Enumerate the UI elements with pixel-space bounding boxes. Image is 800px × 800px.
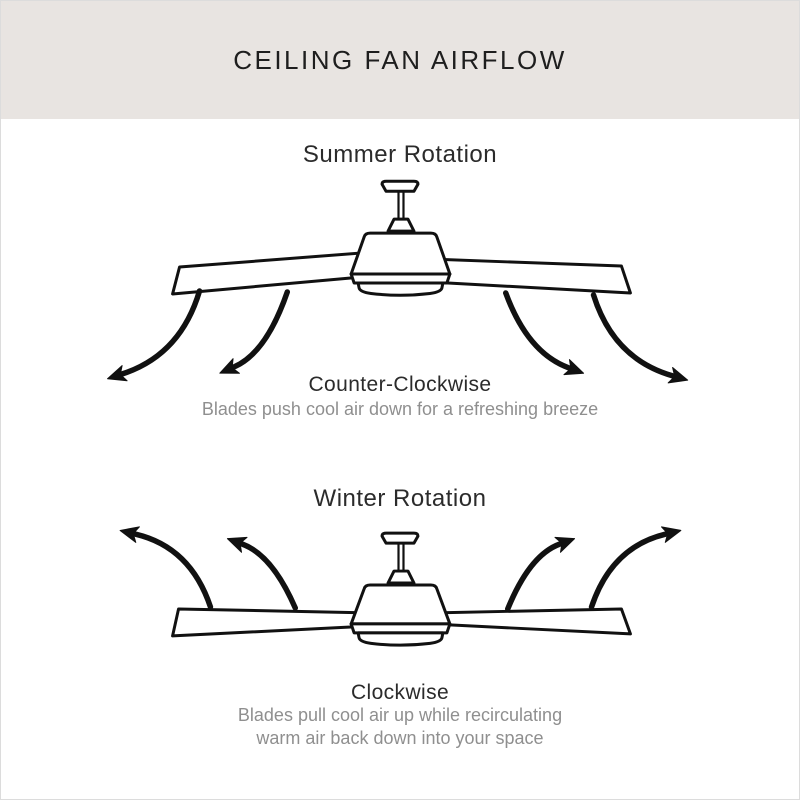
summer-description: Blades push cool air down for a refreshi… [201, 399, 599, 419]
fan-blade-left-icon [171, 607, 375, 638]
downrod-icon [397, 190, 405, 221]
airflow-arrow-up-inner-right-icon [504, 536, 576, 612]
summer-section-title: Summer Rotation [302, 141, 498, 168]
summer-airflow-arrows-icon [107, 288, 689, 384]
winter-section-title: Winter Rotation [313, 485, 487, 512]
fan-blade-right-icon [428, 607, 632, 636]
winter-description-line1: Blades pull cool air up while recirculat… [237, 705, 563, 725]
fan-blade-left-icon [171, 250, 375, 296]
airflow-arrow-down-far-left-icon [107, 288, 203, 382]
ceiling-mount-icon [380, 179, 420, 193]
airflow-arrow-down-inner-right-icon [502, 290, 585, 376]
page-title: CEILING FAN AIRFLOW [233, 44, 567, 75]
winter-description-line2: warm air back down into your space [256, 728, 544, 748]
summer-fan-icon [171, 179, 632, 297]
motor-band-icon [349, 622, 452, 635]
winter-fan-icon [171, 531, 632, 647]
summer-direction-label: Counter-Clockwise [308, 373, 492, 396]
downrod-icon [397, 542, 405, 573]
light-kit-icon [356, 281, 445, 297]
motor-housing-icon [349, 231, 452, 276]
header-band: CEILING FAN AIRFLOW [1, 1, 799, 119]
summer-fan-diagram [107, 179, 689, 384]
rod-cone-icon [386, 217, 416, 233]
motor-housing-icon [349, 583, 452, 626]
winter-direction-label: Clockwise [350, 681, 450, 704]
airflow-arrow-up-far-left-icon [119, 526, 214, 610]
rod-cone-icon [386, 569, 416, 585]
airflow-arrow-up-far-right-icon [588, 526, 682, 610]
airflow-arrow-down-inner-left-icon [219, 289, 291, 374]
winter-fan-diagram [119, 526, 682, 647]
winter-airflow-arrows-icon [119, 526, 682, 612]
winter-description: Blades pull cool air up while recirculat… [1, 704, 799, 750]
motor-band-icon [349, 272, 452, 285]
airflow-arrow-up-inner-left-icon [226, 536, 299, 611]
airflow-arrow-down-far-right-icon [590, 292, 689, 384]
light-kit-icon [356, 631, 445, 647]
ceiling-mount-icon [380, 531, 420, 545]
fan-blade-right-icon [428, 257, 632, 295]
